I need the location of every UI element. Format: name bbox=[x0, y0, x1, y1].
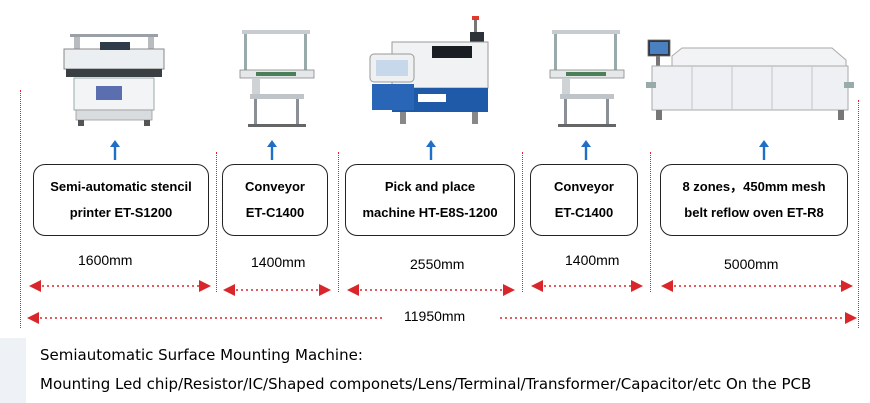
stage-box-reflow-oven: 8 zones，450mm mesh belt reflow oven ET-R… bbox=[660, 164, 848, 236]
stage-box-conveyor-1: Conveyor ET-C1400 bbox=[222, 164, 328, 236]
conveyor-image-1 bbox=[239, 30, 315, 127]
stage-label-line2: machine HT-E8S-1200 bbox=[362, 205, 498, 220]
stage-label-line1: Conveyor bbox=[245, 179, 305, 194]
stage-label-line1: Conveyor bbox=[554, 179, 614, 194]
pick-and-place-image bbox=[369, 16, 489, 124]
stage-box-conveyor-2: Conveyor ET-C1400 bbox=[530, 164, 638, 236]
arrow-up-icon bbox=[759, 140, 769, 160]
left-accent-bar bbox=[0, 338, 26, 403]
divider-line-right bbox=[858, 100, 859, 328]
stage-label-line1: Pick and place bbox=[384, 179, 476, 194]
stage-label-line1: Semi-automatic stencil bbox=[50, 179, 192, 194]
stage-label-line2: printer ET-S1200 bbox=[69, 205, 173, 220]
stage-label-line1: 8 zones，450mm mesh bbox=[682, 179, 826, 194]
length-label-conveyor-2: 1400mm bbox=[565, 252, 620, 268]
divider-line-1 bbox=[216, 152, 217, 292]
length-label-pick-and-place: 2550mm bbox=[410, 256, 465, 272]
stage-box-pick-and-place: Pick and place machine HT-E8S-1200 bbox=[345, 164, 515, 236]
length-label-stencil-printer: 1600mm bbox=[78, 252, 133, 268]
conveyor-image-2 bbox=[549, 30, 625, 127]
divider-line-left bbox=[20, 90, 21, 328]
arrow-up-icon bbox=[267, 140, 277, 160]
total-length-label: 11950mm bbox=[404, 308, 466, 324]
caption-description: Mounting Led chip/Resistor/IC/Shaped com… bbox=[40, 375, 812, 393]
divider-line-2 bbox=[338, 152, 339, 292]
dimension-lines bbox=[27, 280, 857, 324]
stage-label-line2: ET-C1400 bbox=[245, 205, 305, 220]
caption-title: Semiautomatic Surface Mounting Machine: bbox=[40, 346, 363, 364]
length-label-reflow-oven: 5000mm bbox=[724, 256, 779, 272]
reflow-oven-image bbox=[646, 39, 854, 120]
arrow-up-icon bbox=[581, 140, 591, 160]
stage-box-stencil-printer: Semi-automatic stencil printer ET-S1200 bbox=[33, 164, 209, 236]
divider-line-3 bbox=[522, 152, 523, 292]
divider-line-4 bbox=[650, 152, 651, 292]
stage-label-line2: ET-C1400 bbox=[554, 205, 614, 220]
arrow-up-icon bbox=[426, 140, 436, 160]
stage-label-line2: belt reflow oven ET-R8 bbox=[684, 205, 824, 220]
stencil-printer-image bbox=[63, 34, 165, 126]
length-label-conveyor-1: 1400mm bbox=[251, 254, 306, 270]
arrow-up-icon bbox=[110, 140, 120, 160]
